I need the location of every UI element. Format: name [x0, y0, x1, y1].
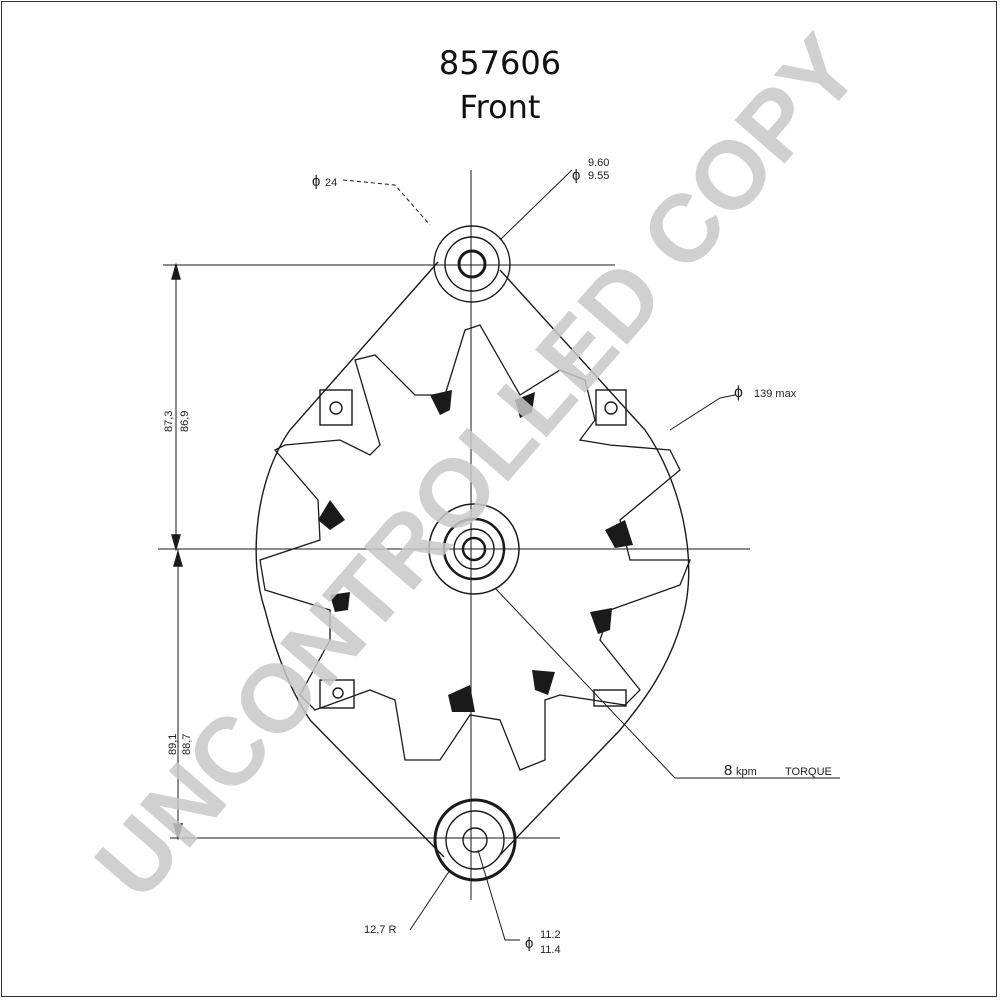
leader-dia-upper-hole	[499, 169, 573, 241]
leader-dia-139	[669, 394, 736, 431]
dia-upper-hole-top: 9.60	[588, 157, 609, 169]
height-lower-a: 89,1	[167, 734, 179, 755]
fan-pad	[590, 608, 612, 634]
dia-symbol: ϕ	[525, 935, 533, 952]
fan-pads	[318, 390, 633, 712]
fan-pad	[515, 392, 535, 418]
lower-lug-outer	[433, 798, 517, 882]
upper-height-arrow-bottom	[171, 534, 181, 552]
dia-upper-hole-bottom: 9.55	[588, 170, 609, 182]
bolt-head	[604, 401, 618, 415]
bolt-head	[332, 687, 344, 699]
dia-symbol: ϕ	[312, 173, 320, 190]
bolt-pad-upper-left	[319, 389, 353, 426]
dia-body-label: 139 max	[754, 388, 797, 400]
height-upper-b: 86,9	[179, 411, 191, 432]
torque-unit: kpm	[736, 766, 757, 778]
part-number: 857606	[438, 44, 562, 82]
bolt-head	[329, 401, 343, 415]
bolt-pad-lower-left	[319, 679, 355, 709]
height-lower-b: 88,7	[181, 734, 193, 755]
dia-24-label: 24	[325, 177, 337, 189]
dia-lower-hole-bottom: 11.4	[540, 944, 561, 956]
lower-height-arrow-bottom	[173, 823, 183, 841]
lower-lug-inner	[445, 810, 505, 870]
torque-value: 8	[724, 762, 732, 779]
lower-height-arrow-top	[173, 549, 183, 567]
housing-outline	[255, 261, 690, 858]
leader-radius	[409, 869, 451, 931]
fan-blade-outline	[259, 324, 691, 771]
height-upper-a: 87,3	[163, 411, 175, 432]
upper-lug-inner	[444, 236, 500, 292]
upper-lug-outer	[433, 225, 511, 303]
fan-pad	[430, 390, 452, 415]
bolt-pad-upper-right	[595, 389, 627, 426]
radius-label: 12,7 R	[364, 924, 396, 936]
fan-pad	[448, 685, 475, 712]
upper-lug-hole	[457, 249, 487, 279]
hub-washer	[453, 528, 495, 570]
torque-label: TORQUE	[785, 766, 832, 778]
hub-outer	[428, 503, 520, 595]
shaft	[461, 536, 487, 562]
fan-pad	[318, 500, 345, 530]
fan-pad	[532, 670, 555, 695]
upper-height-arrow-top	[171, 262, 181, 280]
hub-nut	[442, 517, 506, 581]
dia-symbol: ϕ	[572, 167, 580, 184]
watermark: UNCONTROLLED COPY	[75, 15, 880, 918]
bolt-pad-lower-right	[593, 689, 627, 707]
dia-symbol: ϕ	[734, 384, 743, 401]
fan-pad	[330, 592, 350, 612]
leader-dia-lower-hole	[477, 849, 520, 941]
leader-torque	[494, 587, 840, 779]
lower-lug-hole	[462, 827, 488, 853]
fan-pad	[605, 520, 633, 548]
leader-dia-24	[342, 179, 431, 226]
dia-lower-hole-top: 11.2	[540, 929, 561, 941]
view-name: Front	[459, 88, 541, 126]
